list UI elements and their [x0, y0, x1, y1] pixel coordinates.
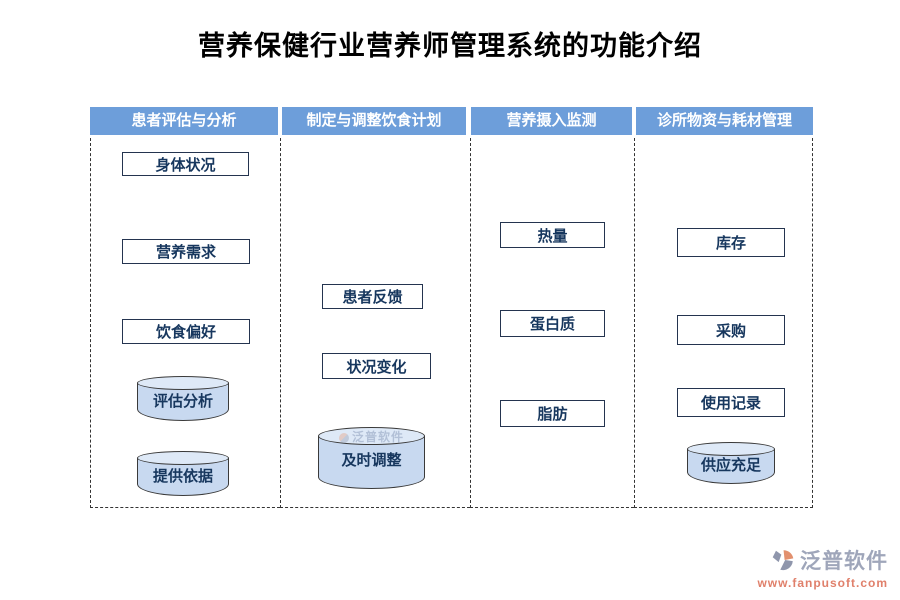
cylinder-top: [137, 451, 229, 465]
node-inventory: 库存: [677, 228, 785, 257]
node-condition-change: 状况变化: [322, 353, 431, 379]
watermark-on-cylinder: 泛普软件: [318, 428, 425, 445]
column-header-intake-monitoring: 营养摄入监测: [471, 107, 632, 135]
cylinder-label: 供应充足: [700, 456, 761, 475]
watermark-text: 泛普软件: [351, 430, 404, 444]
page-title: 营养保健行业营养师管理系统的功能介绍: [198, 31, 702, 62]
cylinder-provide-basis: 提供依据: [137, 451, 229, 496]
column-header-patient-assessment: 患者评估与分析: [90, 107, 278, 135]
column-header-supplies-management: 诊所物资与耗材管理: [636, 107, 813, 135]
cylinder-top: [318, 427, 425, 445]
column-region-patient-assessment: [90, 138, 280, 508]
brand-name: 泛普软件: [800, 550, 888, 573]
column-region-diet-plan: [280, 138, 470, 508]
cylinder-label: 评估分析: [152, 391, 213, 410]
watermark-logo-icon: [338, 432, 349, 443]
column-region-intake-monitoring: [470, 138, 634, 508]
cylinder-top: [687, 442, 775, 456]
node-patient-feedback: 患者反馈: [322, 284, 423, 309]
column-region-supplies-management: [634, 138, 813, 508]
cylinder-label: 提供依据: [152, 466, 213, 485]
node-protein: 蛋白质: [500, 310, 605, 337]
cylinder-evaluation-analysis: 评估分析: [137, 376, 229, 421]
cylinder-sufficient-supply: 供应充足: [687, 442, 775, 484]
node-procurement: 采购: [677, 315, 785, 345]
fanpu-logo-icon: [772, 550, 794, 571]
column-header-diet-plan: 制定与调整饮食计划: [282, 107, 466, 135]
node-fat: 脂肪: [500, 400, 605, 427]
node-calories: 热量: [500, 222, 605, 248]
node-physical-condition: 身体状况: [122, 152, 249, 176]
node-usage-records: 使用记录: [677, 388, 785, 417]
node-nutritional-needs: 营养需求: [122, 239, 250, 264]
node-dietary-preferences: 饮食偏好: [122, 319, 250, 344]
cylinder-body: [687, 449, 775, 484]
cylinder-label: 及时调整: [341, 451, 402, 470]
brand-watermark: 泛普软件 www.fanpusoft.com: [757, 545, 888, 590]
cylinder-top: [137, 376, 229, 390]
cylinder-timely-adjustment: 泛普软件 及时调整: [318, 427, 425, 489]
brand-url: www.fanpusoft.com: [757, 576, 888, 590]
